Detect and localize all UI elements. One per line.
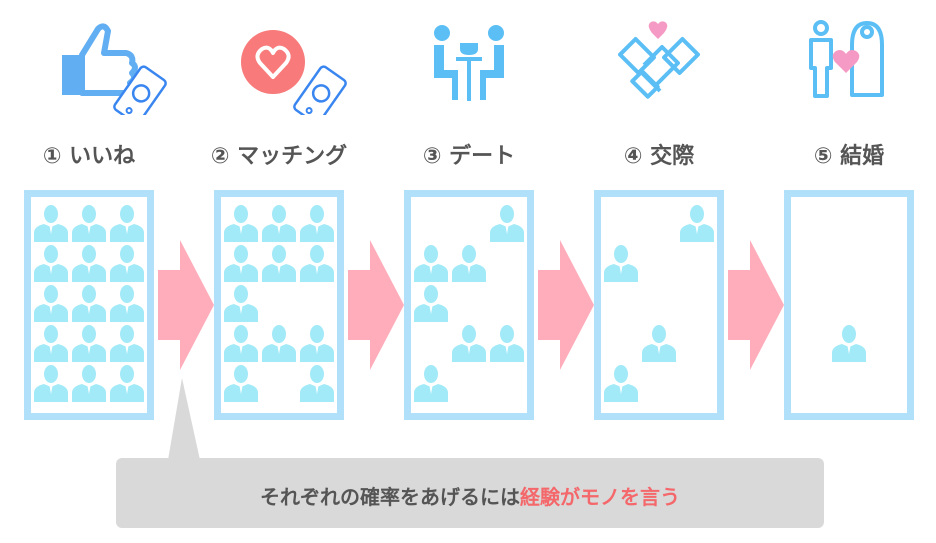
person-icon	[452, 324, 486, 362]
person-icon	[34, 364, 68, 402]
person-icon	[604, 244, 638, 282]
callout-main: それぞれの確率をあげるには	[260, 485, 520, 509]
candidates-panel-4	[594, 190, 724, 420]
arrow-right-icon	[348, 240, 404, 370]
person-icon	[110, 244, 144, 282]
person-icon	[414, 284, 448, 322]
person-icon	[34, 324, 68, 362]
person-icon	[452, 244, 486, 282]
wedding-couple-icon	[809, 20, 884, 98]
person-icon	[414, 244, 448, 282]
person-icon	[224, 324, 258, 362]
person-icon	[72, 364, 106, 402]
step-label-1: ① いいね	[42, 144, 136, 169]
person-icon	[72, 204, 106, 242]
person-icon	[490, 204, 524, 242]
heart-phone-icon	[241, 30, 347, 115]
person-icon	[224, 244, 258, 282]
arrow-right-icon	[538, 240, 594, 370]
person-icon	[34, 244, 68, 282]
person-icon	[490, 324, 524, 362]
person-icon	[72, 244, 106, 282]
person-icon	[832, 324, 866, 362]
callout-box: それぞれの確率をあげるには経験がモノを言う	[116, 458, 824, 528]
candidates-panel-2	[214, 190, 344, 420]
step-label-2: ② マッチング	[210, 144, 348, 169]
person-icon	[110, 324, 144, 362]
person-icon	[110, 204, 144, 242]
person-icon	[224, 364, 258, 402]
candidates-panel-1	[24, 190, 154, 420]
step-label-3: ③ デート	[422, 144, 516, 169]
person-icon	[300, 364, 334, 402]
person-icon	[34, 284, 68, 322]
person-icon	[642, 324, 676, 362]
candidates-panel-5	[784, 190, 914, 420]
person-icon	[300, 204, 334, 242]
cafe-date-icon	[434, 25, 504, 101]
person-icon	[300, 324, 334, 362]
person-icon	[110, 364, 144, 402]
candidates-panel-3	[404, 190, 534, 420]
step-label-5: ⑤ 結婚	[813, 144, 885, 169]
person-icon	[680, 204, 714, 242]
person-icon	[262, 244, 296, 282]
person-icon	[224, 284, 258, 322]
person-icon	[414, 364, 448, 402]
person-icon	[604, 364, 638, 402]
person-icon	[262, 204, 296, 242]
callout-highlight: 経験がモノを言う	[520, 485, 680, 509]
arrow-right-icon	[158, 240, 214, 370]
person-icon	[34, 204, 68, 242]
handshake-heart-icon	[618, 21, 700, 99]
person-icon	[300, 244, 334, 282]
arrow-right-icon	[728, 240, 784, 370]
person-icon	[224, 204, 258, 242]
person-icon	[110, 284, 144, 322]
person-icon	[72, 324, 106, 362]
person-icon	[262, 324, 296, 362]
person-icon	[72, 284, 106, 322]
callout-text: それぞれの確率をあげるには経験がモノを言う	[116, 481, 824, 510]
step-label-4: ④ 交際	[623, 144, 695, 169]
thumbs-up-phone-icon	[62, 23, 167, 115]
